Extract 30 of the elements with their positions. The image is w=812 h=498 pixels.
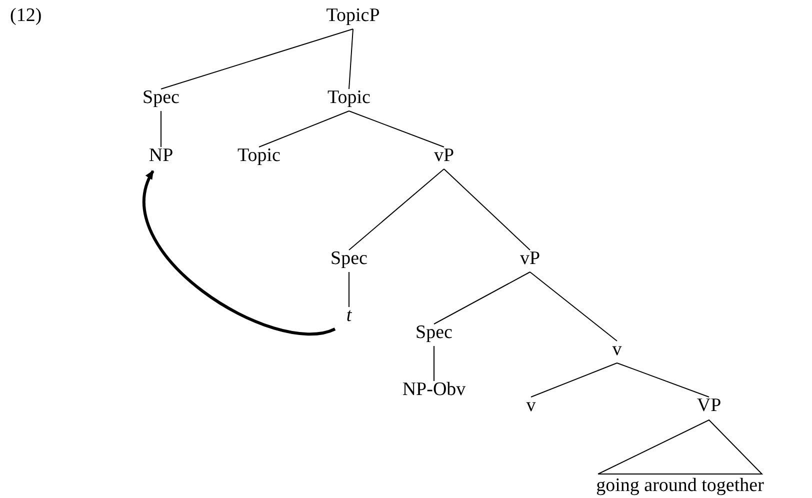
tree-node-label: TopicP [326, 5, 380, 27]
tree-branch [160, 110, 162, 148]
tree-branch [348, 110, 444, 148]
tree-branch [348, 272, 350, 308]
tree-node-label: v [526, 395, 536, 417]
example-number: (12) [10, 5, 42, 27]
tree-branch [434, 272, 530, 324]
tree-branch [530, 362, 618, 398]
tree-node-label: t [346, 305, 352, 327]
tree-branch [348, 28, 354, 90]
tree-branch [530, 272, 618, 342]
tree-node-label: VP [696, 395, 722, 417]
tree-branch [348, 168, 444, 250]
terminal-text: going around together [596, 475, 764, 497]
tree-node-label: v [612, 339, 622, 361]
tree-node-label: vP [520, 248, 540, 270]
tree-branch [160, 28, 354, 90]
tree-node-label: NP-Obv [402, 379, 466, 401]
triangle-branch [598, 419, 764, 474]
movement-arrow [143, 170, 336, 336]
tree-node-label: vP [434, 145, 454, 167]
tree-node-label: Spec [142, 87, 180, 109]
tree-node-label: Spec [416, 322, 452, 344]
tree-branch [444, 168, 530, 250]
tree-node-label: Topic [238, 145, 280, 167]
tree-branch [616, 362, 710, 398]
tree-branch [258, 110, 350, 148]
tree-node-label: Topic [328, 87, 370, 109]
tree-node-label: NP [148, 145, 174, 167]
tree-node-label: Spec [330, 248, 368, 270]
